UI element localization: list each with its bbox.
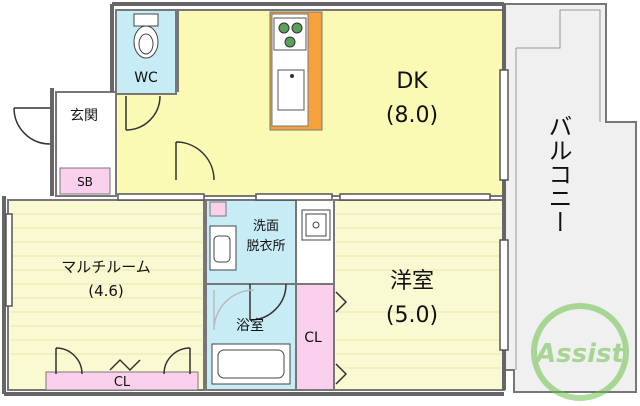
washbasin-icon [209,225,237,271]
balcony-label: バルコニー [544,114,572,234]
door-swings [13,95,348,385]
multi-room [7,199,205,391]
washing-machine-icon [301,209,331,241]
multi-room-label: マルチルーム [61,258,151,276]
wc-label: WC [134,70,158,86]
bathtub-icon [211,343,291,385]
washroom-label-1: 洗面 [253,219,279,234]
yoshitsu-label: 洋室 [390,269,434,294]
dk-floor [177,9,505,197]
kitchen-counter [269,11,323,131]
sb-closet [59,167,111,195]
genkan-label: 玄関 [70,107,98,124]
bathroom-label: 浴室 [236,317,264,334]
small-storage [209,201,227,217]
closet-right [295,283,335,391]
balcony [503,3,637,393]
closet-bottom-label: CL [114,375,131,390]
closet-bottom [45,371,199,391]
western-room [333,199,505,391]
closet-right-label: CL [304,330,322,346]
watermark-logo: Assist [531,303,629,401]
stove-burner-icon [284,36,296,48]
washroom-label-2: 脱衣所 [246,238,285,254]
stove-burner-icon [291,22,303,34]
sb-label: SB [77,175,93,189]
multi-room-size: (4.6) [88,282,124,300]
toilet-icon [133,13,159,59]
dk-label: DK [396,69,428,94]
yoshitsu-size: (5.0) [386,303,438,328]
stove-burner-icon [278,22,290,34]
dk-size: (8.0) [386,103,438,128]
watermark-text: Assist [534,339,625,369]
kitchen-sink-icon [277,69,305,111]
windows [5,69,509,351]
